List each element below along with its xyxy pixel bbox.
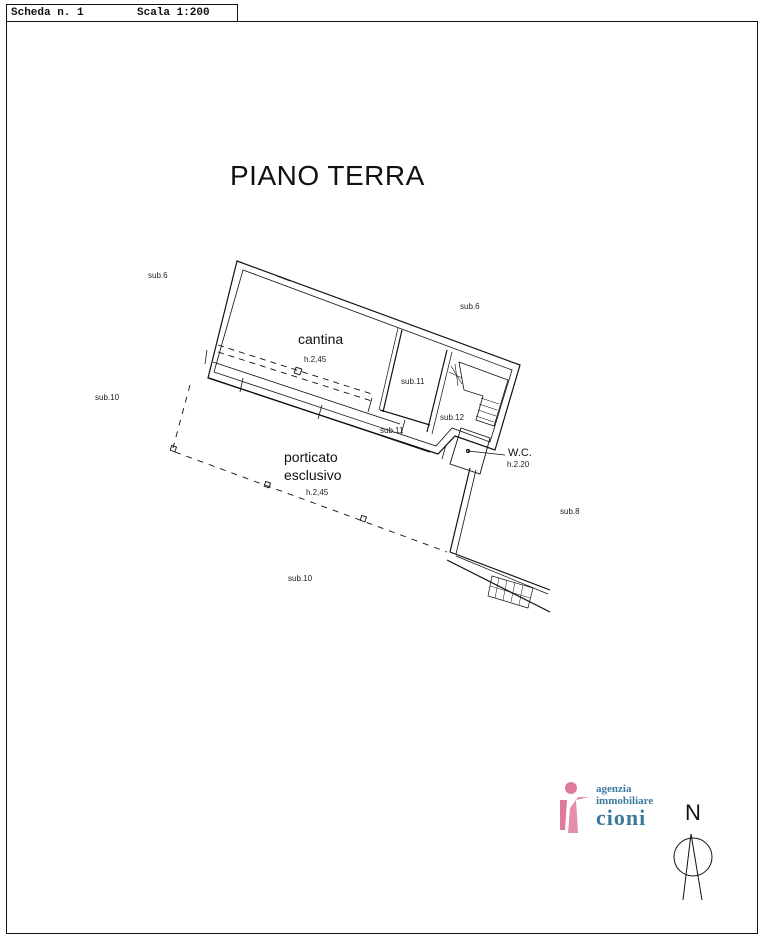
building-outer-wall	[207, 260, 521, 455]
sub-label-sub8: sub.8	[560, 507, 580, 516]
sub-label-sub6-left: sub.6	[148, 271, 168, 280]
plan-title: PIANO TERRA	[230, 160, 425, 191]
room-porticato-height: h.2,45	[306, 488, 329, 497]
room-cantina-height: h.2,45	[304, 355, 327, 364]
room-wc-name: W.C.	[508, 447, 532, 459]
north-arrow-icon	[673, 833, 713, 901]
sub-label-sub12: sub.12	[440, 413, 465, 422]
room-cantina-name: cantina	[298, 331, 344, 347]
agency-logo: agenzia immobiliare cioni	[552, 781, 682, 841]
agency-logo-icon	[552, 782, 589, 833]
scale-label: Scala 1:200	[137, 7, 210, 19]
north-label: N	[685, 800, 701, 825]
sub-label-sub10-left: sub.10	[95, 393, 120, 402]
sub-label-sub6-right: sub.6	[460, 302, 480, 311]
sheet-header: Scheda n. 1 Scala 1:200	[6, 4, 238, 22]
agency-logo-text: agenzia immobiliare cioni	[596, 783, 653, 829]
sub-label-sub11-corridor: sub.11	[380, 426, 404, 435]
room-porticato-name-1: porticato	[284, 449, 338, 465]
sub-label-sub10-bottom: sub.10	[288, 574, 313, 583]
logo-line-cioni: cioni	[596, 805, 647, 830]
drawing-frame	[6, 21, 758, 934]
logo-line-agenzia: agenzia	[596, 783, 632, 795]
logo-line-immobiliare: immobiliare	[596, 795, 654, 807]
room-porticato-name-2: esclusivo	[284, 467, 342, 483]
sub-label-sub11-room: sub.11	[401, 377, 425, 386]
room-wc-height: h.2.20	[507, 460, 530, 469]
sheet-number: Scheda n. 1	[11, 7, 84, 19]
